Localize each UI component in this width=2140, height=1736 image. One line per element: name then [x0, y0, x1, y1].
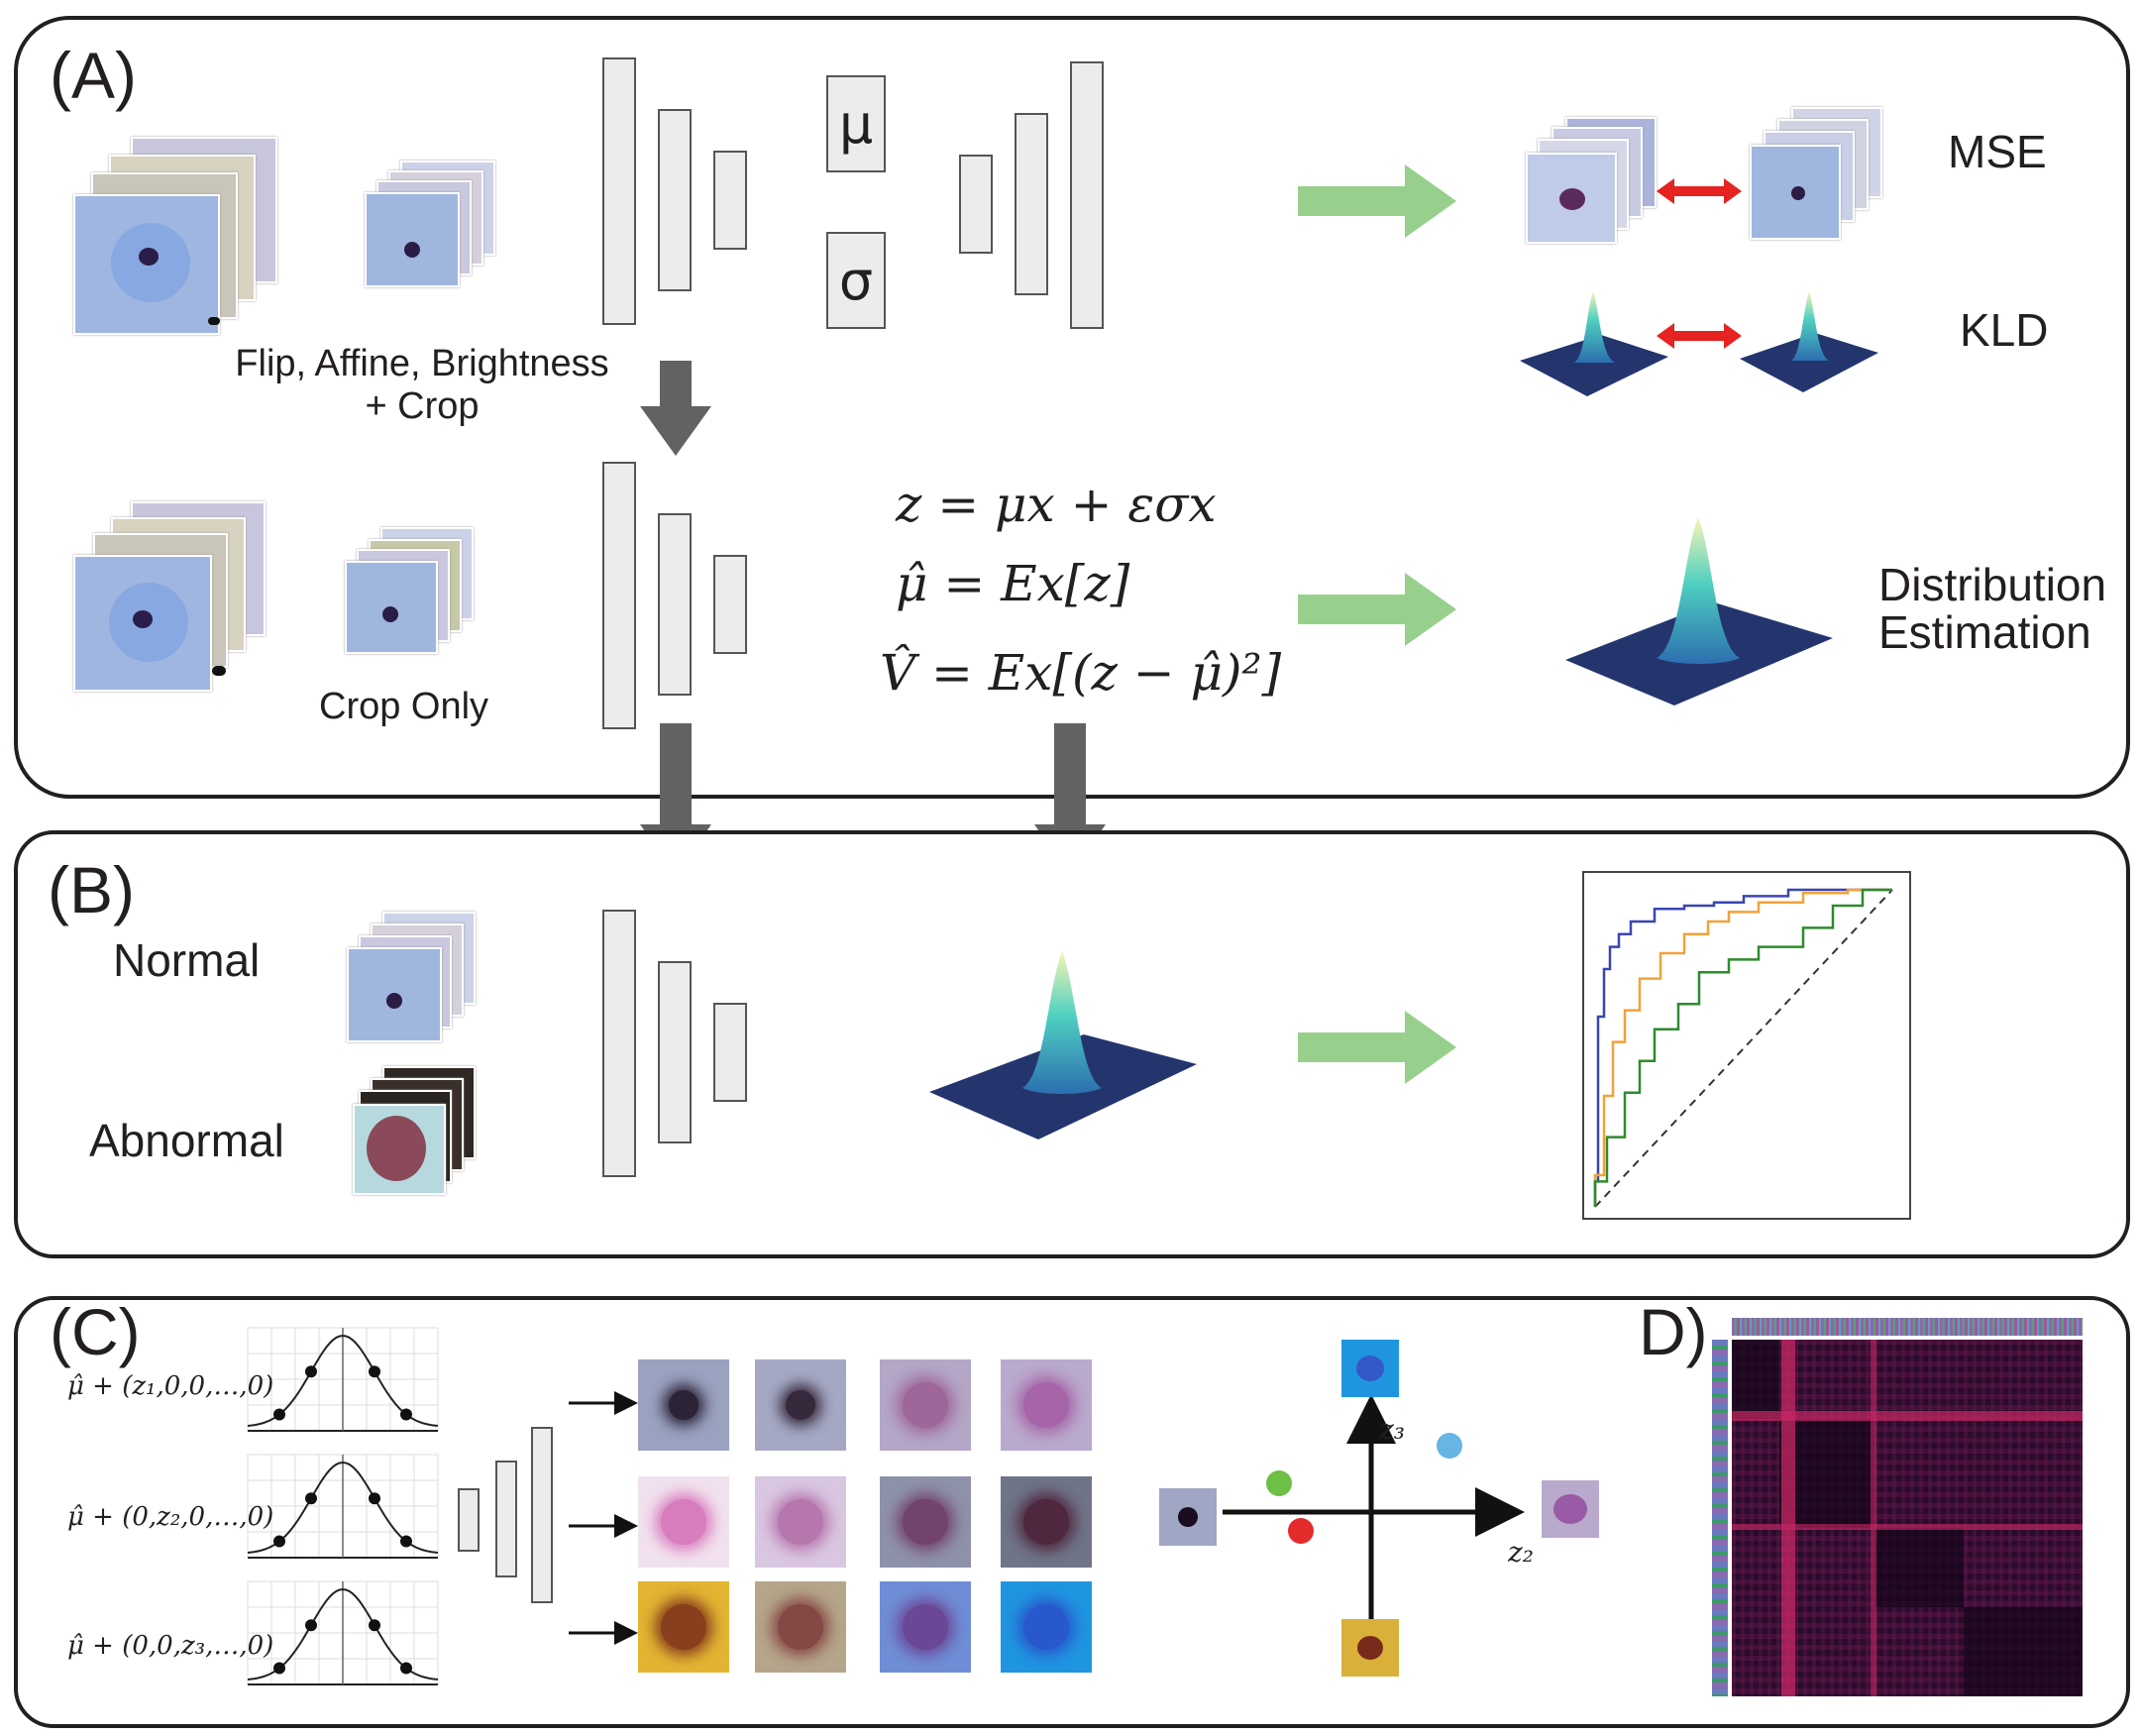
mse-label: MSE	[1948, 126, 2047, 177]
gaussian-plot-1	[247, 1327, 439, 1432]
green-arrow-bottom	[1298, 1011, 1456, 1084]
row-arrows	[569, 1391, 638, 1645]
kld-surface-left	[1520, 291, 1668, 396]
generated-tile-r1c4	[1001, 1359, 1092, 1451]
axis-tile-left	[1159, 1488, 1217, 1546]
equation-mu-hat: μ̂ = Ex[z]	[896, 555, 1130, 612]
generated-tile-r3c2	[755, 1581, 846, 1673]
green-arrow-middle	[1298, 573, 1456, 646]
roc-curve-1	[1593, 888, 1892, 1207]
latent-row-label-1: μ̂ + (z₁,0,0,…,0)	[67, 1371, 274, 1401]
distribution-estimation-label: Distribution Estimation	[1878, 559, 2107, 658]
generated-tile-r3c1	[638, 1581, 729, 1673]
blue-dot	[1437, 1433, 1462, 1459]
z2-axis-label: z₂	[1508, 1536, 1534, 1569]
mse-red-arrow	[1657, 178, 1742, 204]
sigma-box: σ	[826, 232, 886, 329]
heatmap-matrix	[1732, 1340, 2083, 1696]
kld-red-arrow	[1657, 323, 1742, 349]
panel-a-label: (A)	[50, 39, 137, 112]
generated-tile-r3c3	[880, 1581, 971, 1673]
roc-curve-3	[1593, 888, 1892, 1207]
kld-surface-right	[1740, 291, 1878, 392]
kld-label: KLD	[1960, 304, 2049, 356]
latent-axes	[1223, 1394, 1525, 1621]
axis-tile-bottom	[1341, 1619, 1399, 1677]
gaussian-plot-3	[247, 1580, 439, 1685]
generated-tile-r1c3	[880, 1359, 971, 1451]
heatmap-side-bar	[1712, 1340, 1728, 1696]
green-arrow-top	[1298, 164, 1456, 238]
green-dot	[1266, 1470, 1292, 1496]
axis-tile-right	[1542, 1480, 1599, 1538]
axis-tile-top	[1341, 1340, 1399, 1397]
generated-tile-r2c4	[1001, 1476, 1092, 1568]
generated-tile-r2c3	[880, 1476, 971, 1568]
crop-only-label: Crop Only	[319, 686, 489, 727]
latent-row-label-3: μ̂ + (0,0,z₃,…,0)	[67, 1631, 274, 1661]
generated-tile-r3c4	[1001, 1581, 1092, 1673]
roc-curve-2	[1593, 888, 1892, 1207]
gray-arrow-a1	[640, 361, 711, 456]
prior-surface	[929, 951, 1197, 1139]
roc-diagonal	[1594, 889, 1893, 1208]
distribution-surface	[1565, 517, 1833, 705]
mu-box: μ	[826, 75, 886, 172]
generated-tile-r2c1	[638, 1476, 729, 1568]
panel-b-label: (B)	[48, 853, 135, 926]
generated-tile-r1c1	[638, 1359, 729, 1451]
panel-d-label: D)	[1639, 1295, 1708, 1368]
abnormal-label: Abnormal	[89, 1115, 284, 1166]
heatmap-top-bar	[1732, 1318, 2083, 1336]
latent-row-label-2: μ̂ + (0,z₂,0,…,0)	[67, 1502, 274, 1532]
roc-frame	[1582, 871, 1911, 1220]
generated-tile-r2c2	[755, 1476, 846, 1568]
augment-label: Flip, Affine, Brightness + Crop	[235, 343, 609, 427]
gaussian-plot-2	[247, 1454, 439, 1559]
z3-axis-label: z₃	[1379, 1413, 1405, 1446]
generated-tile-r1c2	[755, 1359, 846, 1451]
panel-c-label: (C)	[50, 1295, 141, 1368]
equation-v-hat: V̂ = Ex[(z − μ̂)²]	[880, 644, 1282, 702]
roc-plot	[1582, 871, 1911, 1220]
normal-label: Normal	[113, 934, 261, 986]
latent-gaussian-plots	[247, 1327, 439, 1685]
correlation-heatmap	[1712, 1318, 2088, 1698]
equation-z: z = μx + εσx	[896, 476, 1217, 533]
red-dot	[1288, 1518, 1314, 1544]
